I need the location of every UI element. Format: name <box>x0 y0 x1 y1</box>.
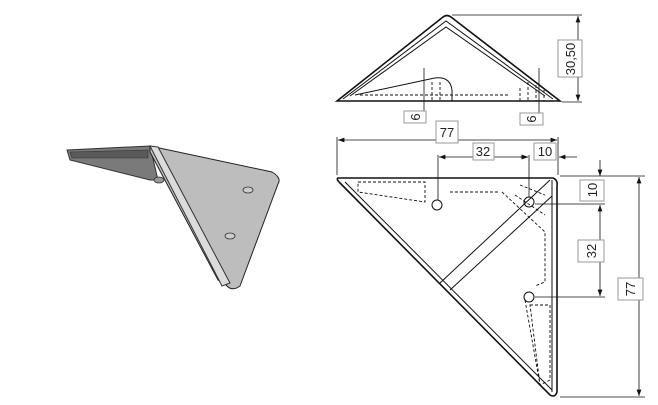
iso-hole <box>224 232 236 240</box>
dim-text-6-right: 6 <box>524 115 539 122</box>
dim-text-77-vertical: 77 <box>623 282 638 296</box>
dim-box-30-50 <box>557 39 583 78</box>
dim-text-6-left: 6 <box>408 113 423 120</box>
dim-text-10-vertical: 10 <box>585 183 600 197</box>
dim-text-32-vertical: 32 <box>584 244 599 258</box>
dim-text-10-horizontal: 10 <box>538 144 552 159</box>
iso-rib <box>149 145 231 287</box>
top-view: 30,50 6 6 <box>334 14 583 126</box>
dim-text-32-horizontal: 32 <box>476 144 490 159</box>
front-view: 77 32 10 10 32 77 <box>336 120 645 398</box>
iso-triangular-plate <box>149 145 280 290</box>
isometric-view <box>66 145 280 290</box>
hole <box>523 291 535 303</box>
dim-text-30-50: 30,50 <box>563 43 578 76</box>
iso-hole <box>242 186 254 194</box>
hole <box>431 199 443 211</box>
dim-text-77-horizontal: 77 <box>440 125 454 140</box>
